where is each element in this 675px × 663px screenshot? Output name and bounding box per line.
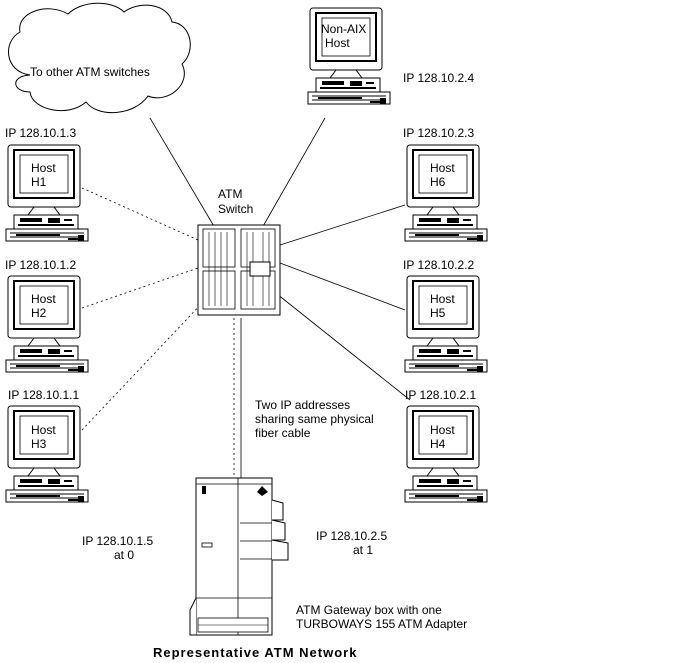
line-nonaix-switch — [261, 117, 326, 229]
host-h5-name-line2: H5 — [430, 306, 446, 320]
cloud: To other ATM switches — [8, 2, 191, 114]
line-h4-switch — [271, 289, 411, 401]
host-h2-name-line2: H2 — [31, 306, 47, 320]
host-nonaix-name-line1: Non-AIX — [321, 22, 366, 36]
host-h3-name-line1: Host — [31, 423, 56, 437]
cloud-label: To other ATM switches — [30, 65, 150, 79]
fiber-note-line2: sharing same physical — [255, 412, 374, 426]
fiber-note-line1: Two IP addresses — [255, 398, 350, 412]
host-h1-name-line2: H1 — [31, 175, 47, 189]
line-h1-switch — [81, 187, 199, 241]
gateway-left-at: at 0 — [114, 548, 134, 562]
line-h3-switch — [81, 299, 206, 431]
host-h1: IP 128.10.1.3 Host H1 — [5, 126, 89, 242]
host-h2-ip: IP 128.10.1.2 — [5, 258, 77, 272]
atm-gateway-box — [189, 477, 289, 636]
host-h2: IP 128.10.1.2 Host H2 — [5, 258, 89, 373]
host-h4-ip: IP 128.10.2.1 — [405, 388, 477, 402]
host-h3-name-line2: H3 — [31, 437, 47, 451]
atm-switch: ATM Switch — [197, 187, 281, 316]
host-nonaix-name-line2: Host — [325, 36, 350, 50]
host-h4-name-line2: H4 — [430, 437, 446, 451]
host-nonaix-ip: IP 128.10.2.4 — [403, 71, 475, 85]
line-h5-switch — [279, 262, 406, 311]
line-cloud-switch — [149, 117, 216, 229]
host-h6: IP 128.10.2.3 Host H6 — [403, 126, 488, 242]
host-h6-name-line2: H6 — [430, 175, 446, 189]
gateway-desc-line2: TURBOWAYS 155 ATM Adapter — [296, 617, 467, 631]
host-h6-ip: IP 128.10.2.3 — [403, 126, 475, 140]
switch-label-line2: Switch — [218, 202, 253, 216]
switch-label-line1: ATM — [218, 187, 242, 201]
cloud-shape — [8, 2, 191, 114]
fiber-note-line3: fiber cable — [255, 426, 311, 440]
host-h5-name-line1: Host — [430, 292, 455, 306]
line-h2-switch — [81, 267, 199, 309]
host-h3: IP 128.10.1.1 Host H3 — [5, 388, 89, 503]
gateway-left-ip: IP 128.10.1.5 — [82, 534, 154, 548]
fiber-note: Two IP addresses sharing same physical f… — [255, 398, 374, 440]
host-h2-name-line1: Host — [31, 292, 56, 306]
host-h4: IP 128.10.2.1 Host H4 — [404, 388, 488, 503]
gateway-labels: IP 128.10.1.5 at 0 IP 128.10.2.5 at 1 AT… — [82, 529, 467, 631]
host-h4-name-line1: Host — [430, 423, 455, 437]
host-h1-ip: IP 128.10.1.3 — [5, 126, 77, 140]
gateway-right-at: at 1 — [353, 543, 373, 557]
connections — [81, 117, 411, 478]
gateway-desc-line1: ATM Gateway box with one — [296, 603, 442, 617]
gateway-right-ip: IP 128.10.2.5 — [316, 529, 388, 543]
host-h1-name-line1: Host — [31, 161, 56, 175]
host-h6-name-line1: Host — [430, 161, 455, 175]
diagram-caption: Representative ATM Network — [153, 645, 357, 660]
host-h5-ip: IP 128.10.2.2 — [403, 258, 475, 272]
host-h3-ip: IP 128.10.1.1 — [8, 388, 80, 402]
host-nonaix: Non-AIX Host IP 128.10.2.4 — [307, 7, 475, 105]
host-h5: IP 128.10.2.2 Host H5 — [403, 258, 488, 373]
line-h6-switch — [279, 204, 406, 246]
